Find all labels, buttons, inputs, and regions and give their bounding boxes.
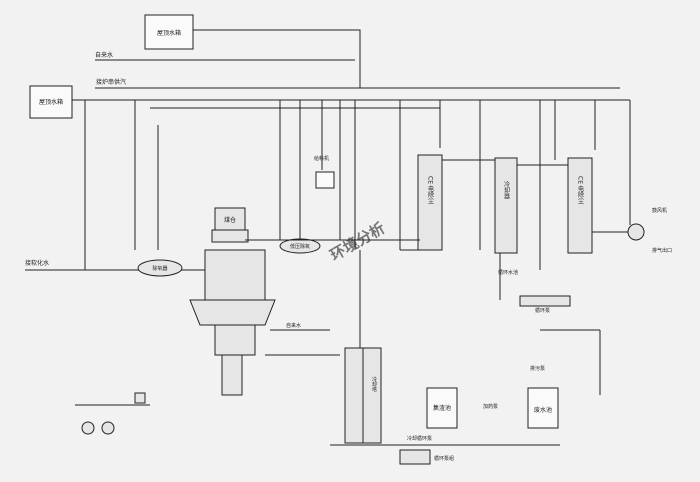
settling-tank-label: 集渣池 [433,404,451,412]
watermark: 环境分析 [327,219,388,265]
precipitator-b: CE 电除尘 [567,157,593,254]
ash-pump-label: 排污泵 [530,365,545,372]
precipitator-a: CE 电除尘 [417,154,443,251]
roof-tank-top-label: 屋顶水箱 [157,29,181,37]
boiler: 煤仓 [189,207,276,396]
cooling-column-label: 冷却塔 [371,376,377,393]
cooling-tower: 冷却塔 [344,347,382,444]
cooler-vessel: 冷却器 [494,157,518,254]
fan-label: 鼓风机 [652,207,667,214]
middle-drum: 低压除氧 [279,238,321,254]
left-drum: 除氧器 [137,259,183,277]
water-tank-small-label: 循环水池 [498,269,518,276]
bottom-pump-label: 循环泵组 [434,455,454,462]
tap-water-label: 自来水 [95,51,113,59]
roof-tank-left: 屋顶水箱 [29,85,73,119]
cooling-water-pump-label: 冷却循环泵 [407,435,432,442]
settling-tank: 集渣池 [426,387,458,429]
left-pumps [75,392,150,435]
flow-lines [245,159,628,446]
roof-tank-top: 屋顶水箱 [144,14,194,50]
tap-water-mid-label: 自来水 [286,322,301,329]
dosing-pump-label: 加药泵 [483,403,498,410]
deaerator-left-label: 除氧器 [152,265,167,272]
circ-pump-label: 循环泵 [535,307,550,314]
hopper-label: 煤仓 [224,216,236,224]
soft-water-label: 接软化水 [25,259,49,267]
steam-return-label: 接炉串供汽 [96,78,126,86]
top-pipework [72,29,631,270]
ash-tank: 废水池 [527,387,559,429]
deaerator-mid-label: 低压除氧 [290,243,310,250]
fan-outlet-label: 排气出口 [652,247,672,254]
feeder-label: 给料机 [314,155,329,162]
precipitator-a-label: CE 电除尘 [427,176,434,204]
cooler-label: 冷却器 [503,180,510,200]
ash-tank-label: 废水池 [534,406,552,414]
fan: 鼓风机 排气出口 [627,207,672,254]
precipitator-b-label: CE 电除尘 [577,176,584,204]
roof-tank-left-label: 屋顶水箱 [39,98,63,106]
